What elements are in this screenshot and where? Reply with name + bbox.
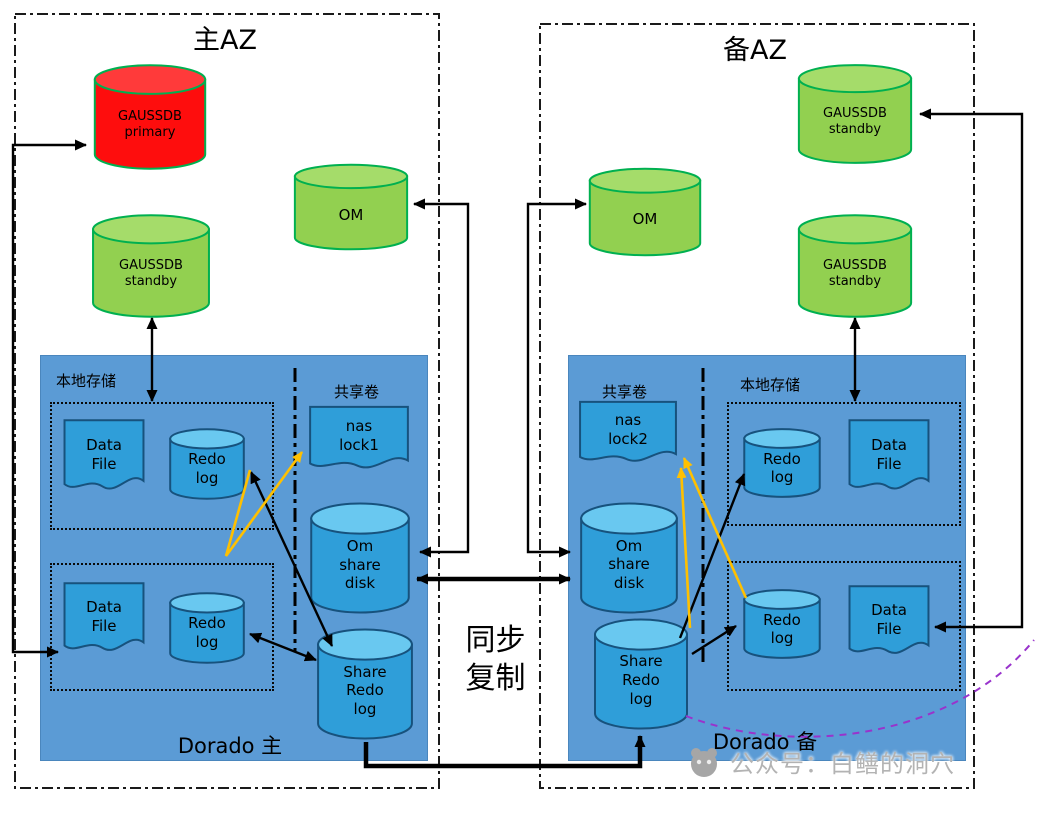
gaussdb-standby-cylinder-right: GAUSSDB standby: [794, 212, 916, 320]
shared-volume-label-left: 共享卷: [334, 383, 380, 401]
data-file-label: Data File: [871, 601, 907, 639]
data-file-doc-top-left: Data File: [62, 417, 146, 505]
share-redo-log-label: Share Redo log: [619, 652, 663, 708]
om-label-right: OM: [632, 210, 658, 229]
redo-log-label: Redo log: [188, 450, 226, 488]
data-file-doc-bottom-right: Data File: [847, 583, 931, 669]
om-label-left: OM: [338, 205, 364, 224]
redo-log-cylinder-bottom-left: Redo log: [167, 591, 247, 665]
gaussdb-standby-cylinder-left: GAUSSDB standby: [88, 212, 214, 320]
watermark: 公众号：白鳝的洞穴: [686, 742, 955, 780]
gaussdb-standby-top-label-right: GAUSSDB standby: [823, 105, 887, 137]
gaussdb-standby-cylinder-right-top: GAUSSDB standby: [794, 62, 916, 166]
gaussdb-standby-label-right: GAUSSDB standby: [823, 257, 887, 289]
redo-log-label: Redo log: [763, 449, 801, 487]
gaussdb-primary-cylinder: GAUSSDB primary: [90, 62, 210, 172]
nas-lock2-doc: nas lock2: [577, 399, 679, 475]
redo-log-cylinder-bottom-right: Redo log: [741, 588, 823, 660]
local-storage-label-right: 本地存储: [740, 376, 801, 394]
om-cylinder-left: OM: [290, 162, 412, 252]
om-share-disk-label: Om share disk: [608, 536, 650, 593]
primary-az-title: 主AZ: [193, 25, 257, 56]
watermark-icon: [691, 748, 717, 777]
dorado-primary-title: Dorado 主: [177, 734, 283, 758]
data-file-doc-bottom-left: Data File: [62, 580, 146, 666]
redo-log-cylinder-top-left: Redo log: [167, 427, 247, 501]
data-file-label: Data File: [871, 436, 907, 474]
nas-lock2-label: nas lock2: [608, 411, 648, 448]
redo-log-label: Redo log: [763, 610, 801, 648]
nas-lock1-doc: nas lock1: [307, 404, 411, 482]
redo-log-label: Redo log: [188, 614, 226, 652]
local-storage-label-left: 本地存储: [56, 372, 117, 390]
gaussdb-standby-label-left: GAUSSDB standby: [119, 257, 183, 290]
share-redo-log-cylinder-right: Share Redo log: [591, 616, 691, 732]
om-cylinder-right: OM: [585, 166, 705, 258]
sync-replication-label: 同步 复制: [465, 623, 526, 696]
om-share-disk-label: Om share disk: [339, 536, 381, 593]
om-share-disk-cylinder-right: Om share disk: [577, 500, 681, 616]
data-file-label: Data File: [86, 598, 122, 636]
share-redo-log-label: Share Redo log: [343, 662, 387, 719]
om-share-disk-cylinder-left: Om share disk: [307, 500, 413, 616]
watermark-text: 公众号：白鳝的洞穴: [730, 749, 955, 778]
gaussdb-primary-label: GAUSSDB primary: [118, 108, 182, 140]
share-redo-log-cylinder-left: Share Redo log: [314, 626, 416, 742]
nas-lock1-label: nas lock1: [339, 416, 379, 454]
data-file-label: Data File: [86, 436, 122, 474]
redo-log-cylinder-top-right: Redo log: [741, 427, 823, 499]
data-file-doc-top-right: Data File: [847, 417, 931, 505]
